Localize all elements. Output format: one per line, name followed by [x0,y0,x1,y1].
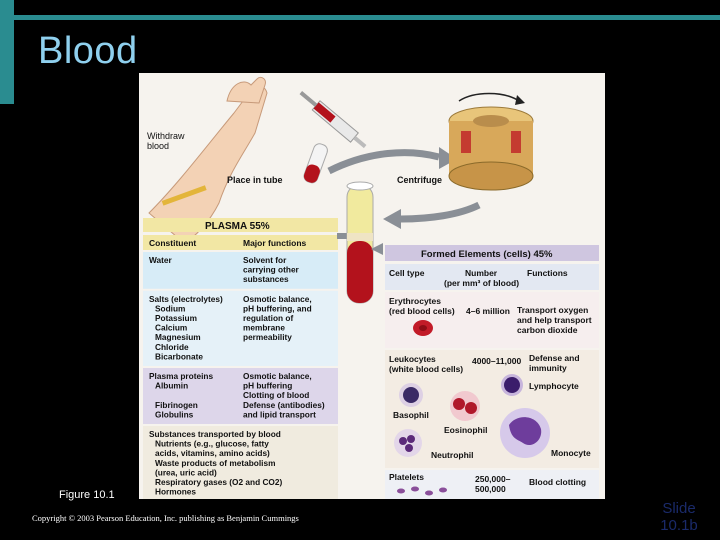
leukocytes-name-1: Leukocytes [389,354,436,364]
plasma-row-bg [143,426,338,499]
plasma-function-text: pH buffering, and [243,303,312,313]
plasma-constituent-text: Fibrinogen [155,400,198,410]
separated-blood-tube [346,181,374,304]
arrow-to-centrifuge [327,149,440,175]
figure-caption: Figure 10.1 [59,489,115,501]
arm-illustration [148,85,268,244]
plasma-constituent-text: Waste products of metabolism [155,458,275,468]
plasma-function-text: Solvent for [243,255,287,265]
plasma-constituent-text: Substances transported by blood [149,429,281,439]
erythrocytes-function-2: and help transport [517,315,592,325]
slide-number-value: 10.1b [660,517,698,534]
small-test-tube [303,143,328,184]
plasma-function-text: permeability [243,332,292,342]
accent-bar-top [14,15,720,20]
formed-col-number: Number [465,268,498,278]
platelets-number-1: 250,000– [475,474,511,484]
erythrocytes-name-2: (red blood cells) [389,306,455,316]
plasma-function-text: Clotting of blood [243,390,309,400]
slide-number: Slide 10.1b [646,500,712,534]
plasma-constituent-text: Respiratory gases (O2 and CO2) [155,477,282,487]
platelets-number-2: 500,000 [475,484,506,494]
leukocytes-function-2: immunity [529,363,567,373]
plasma-constituent-text: Albumin [155,381,188,391]
plasma-row-bg [143,252,338,289]
plasma-constituent-text: Water [149,255,173,265]
figure-illustration: Withdraw blood Place in tube Centrifuge … [143,76,599,499]
plasma-constituent-text: acids, vitamins, amino acids) [155,448,270,458]
plasma-constituent-text: Sodium [155,303,185,313]
leukocytes-number: 4000–11,000 [472,356,521,366]
blood-composition-figure: Withdraw blood Place in tube Centrifuge … [139,73,605,499]
formed-col-cell-type: Cell type [389,268,425,278]
plasma-function-text: pH buffering [243,381,292,391]
plasma-constituent-text: (urea, uric acid) [155,467,217,477]
platelets-name: Platelets [389,472,424,482]
plasma-constituent-text: Magnesium [155,332,201,342]
label-basophil: Basophil [393,410,429,420]
erythrocytes-number: 4–6 million [466,306,510,316]
erythrocytes-row-bg [385,292,599,348]
formed-arrow [371,243,383,255]
erythrocytes-function-1: Transport oxygen [517,305,588,315]
plasma-header: PLASMA 55% [205,221,270,232]
label-neutrophil: Neutrophil [431,450,474,460]
plasma-constituent-text: Hormones [155,487,196,497]
plasma-col-functions: Major functions [243,238,307,248]
plasma-row-bg [143,290,338,366]
copyright-notice: Copyright © 2003 Pearson Education, Inc.… [32,513,299,523]
plasma-function-text: Osmotic balance, [243,371,312,381]
label-eosinophil: Eosinophil [444,425,487,435]
formed-col-number-sub: (per mm³ of blood) [444,278,519,288]
neutrophil-icon [394,429,422,457]
plasma-col-constituent: Constituent [149,238,196,248]
formed-header-bg [385,245,599,261]
plasma-function-text: substances [243,274,289,284]
slide-title: Blood [38,30,138,72]
plasma-constituent-text: Plasma proteins [149,371,213,381]
arrow-to-separated-tube [400,201,481,223]
label-monocyte: Monocyte [551,448,591,458]
leukocytes-name-2: (white blood cells) [389,364,463,374]
step-withdraw-line2: blood [147,141,169,151]
plasma-constituent-text: Bicarbonate [155,351,203,361]
step-place-in-tube: Place in tube [227,175,283,185]
plasma-header-bg [143,218,338,232]
plasma-arrow-shaft [337,233,349,239]
plasma-function-text: regulation of [243,313,293,323]
platelets-icon [397,486,447,496]
hand-illustration [226,76,266,104]
formed-header: Formed Elements (cells) 45% [421,249,553,260]
syringe-illustration [299,91,367,149]
plasma-function-text: Osmotic balance, [243,294,312,304]
formed-colheader-bg [385,264,599,290]
erythrocytes-function-3: carbon dioxide [517,325,578,335]
step-centrifuge: Centrifuge [397,175,442,185]
formed-col-functions: Functions [527,268,568,278]
plasma-function-text: Defense (antibodies) [243,400,325,410]
platelets-function: Blood clotting [529,477,586,487]
plasma-colheader-bg [143,235,338,250]
label-lymphocyte: Lymphocyte [529,381,579,391]
plasma-constituent-text: Chloride [155,342,189,352]
plasma-constituent-text: Nutrients (e.g., glucose, fatty [155,439,269,449]
leukocytes-function-1: Defense and [529,353,580,363]
plasma-constituent-text: Salts (electrolytes) [149,294,223,304]
plasma-constituent-text: Potassium [155,313,197,323]
slide-number-label: Slide [662,500,696,517]
plasma-function-text: membrane [243,323,285,333]
plasma-constituent-text: Globulins [155,409,194,419]
centrifuge-illustration [448,92,534,191]
accent-bar-left [0,0,14,104]
platelets-row-bg [385,470,599,499]
step-withdraw-line1: Withdraw [147,131,185,141]
erythrocytes-name-1: Erythrocytes [389,296,441,306]
plasma-row-bg [143,368,338,424]
plasma-function-text: and lipid transport [243,409,316,419]
plasma-function-text: carrying other [243,265,300,275]
plasma-constituent-text: Calcium [155,323,187,333]
wristband [161,185,207,206]
